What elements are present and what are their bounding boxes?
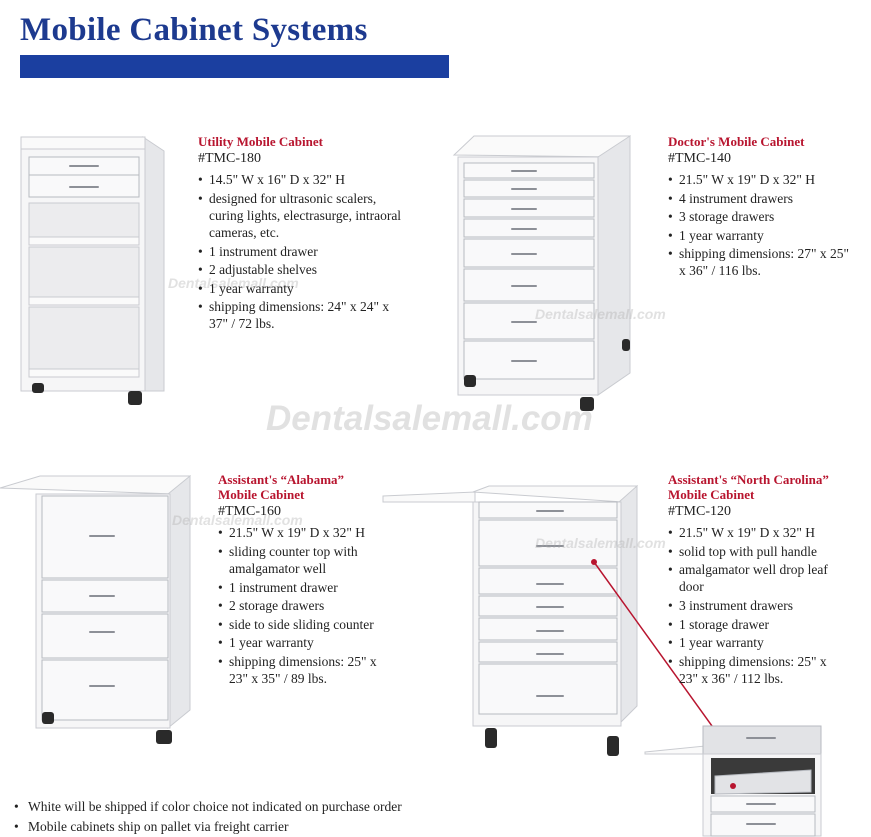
feature-item: 21.5" W x 19" D x 32" H xyxy=(668,171,858,190)
product-model: #TMC-120 xyxy=(668,504,731,519)
product-utility: Utility Mobile Cabinet #TMC-180 14.5" W … xyxy=(198,134,408,334)
feature-item: designed for ultrasonic scalers, curing … xyxy=(198,190,408,243)
feature-item: shipping dimensions: 25" x 23" x 35" / 8… xyxy=(218,653,399,689)
note-item: Mobile cabinets ship on pallet via freig… xyxy=(14,817,402,837)
feature-item: 1 instrument drawer xyxy=(198,243,408,262)
feature-list: 21.5" W x 19" D x 32" H sliding counter … xyxy=(218,524,408,689)
product-name: Doctor's Mobile Cabinet xyxy=(668,134,805,149)
product-name: Assistant's “North Carolina” Mobile Cabi… xyxy=(668,472,829,502)
feature-item: sliding counter top with amalgamator wel… xyxy=(218,543,389,579)
feature-item: 4 instrument drawers xyxy=(668,190,858,209)
feature-item: amalgamator well drop leaf door xyxy=(668,561,829,597)
watermark-small: Dentalsalemall.com xyxy=(535,306,666,322)
utility-cabinet-image xyxy=(20,136,165,405)
watermark-small: Dentalsalemall.com xyxy=(535,535,666,551)
product-doctors: Doctor's Mobile Cabinet #TMC-140 21.5" W… xyxy=(668,134,858,281)
page-title: Mobile Cabinet Systems xyxy=(20,12,368,48)
product-name: Assistant's “Alabama” Mobile Cabinet xyxy=(218,472,345,502)
alabama-cabinet-image xyxy=(0,474,192,744)
watermark-main: Dentalsalemall.com xyxy=(266,399,593,438)
feature-list: 21.5" W x 19" D x 32" H solid top with p… xyxy=(668,524,864,689)
feature-item: shipping dimensions: 24" x 24" x 37" / 7… xyxy=(198,298,408,334)
feature-item: 3 storage drawers xyxy=(668,208,858,227)
amalgamator-well-detail-image xyxy=(644,725,822,837)
product-model: #TMC-180 xyxy=(198,151,261,166)
feature-item: shipping dimensions: 27" x 25" x 36" / 1… xyxy=(668,245,858,281)
feature-item: 1 year warranty xyxy=(218,634,408,653)
feature-item: 1 year warranty xyxy=(668,227,858,246)
feature-item: 1 year warranty xyxy=(198,280,408,299)
doctors-cabinet-image xyxy=(452,135,631,411)
feature-item: shipping dimensions: 25" x 23" x 36" / 1… xyxy=(668,653,849,689)
feature-item: 3 instrument drawers xyxy=(668,597,864,616)
feature-item: 2 adjustable shelves xyxy=(198,261,408,280)
feature-item: 14.5" W x 16" D x 32" H xyxy=(198,171,408,190)
product-model: #TMC-140 xyxy=(668,151,731,166)
title-underline-bar xyxy=(20,55,449,78)
north-carolina-cabinet-image xyxy=(382,484,639,756)
feature-item: solid top with pull handle xyxy=(668,543,864,562)
product-alabama: Assistant's “Alabama” Mobile Cabinet #TM… xyxy=(218,472,408,689)
feature-item: 1 storage drawer xyxy=(668,616,864,635)
footer-notes: White will be shipped if color choice no… xyxy=(14,797,402,837)
feature-item: 2 storage drawers xyxy=(218,597,408,616)
feature-item: 1 year warranty xyxy=(668,634,864,653)
feature-list: 14.5" W x 16" D x 32" H designed for ult… xyxy=(198,171,408,334)
feature-list: 21.5" W x 19" D x 32" H 4 instrument dra… xyxy=(668,171,858,281)
product-north-carolina: Assistant's “North Carolina” Mobile Cabi… xyxy=(668,472,864,689)
feature-item: 21.5" W x 19" D x 32" H xyxy=(668,524,864,543)
product-name: Utility Mobile Cabinet xyxy=(198,134,323,149)
note-item: White will be shipped if color choice no… xyxy=(14,797,402,817)
feature-item: side to side sliding counter xyxy=(218,616,408,635)
feature-item: 1 instrument drawer xyxy=(218,579,408,598)
feature-item: 21.5" W x 19" D x 32" H xyxy=(218,524,408,543)
product-model: #TMC-160 xyxy=(218,504,281,519)
